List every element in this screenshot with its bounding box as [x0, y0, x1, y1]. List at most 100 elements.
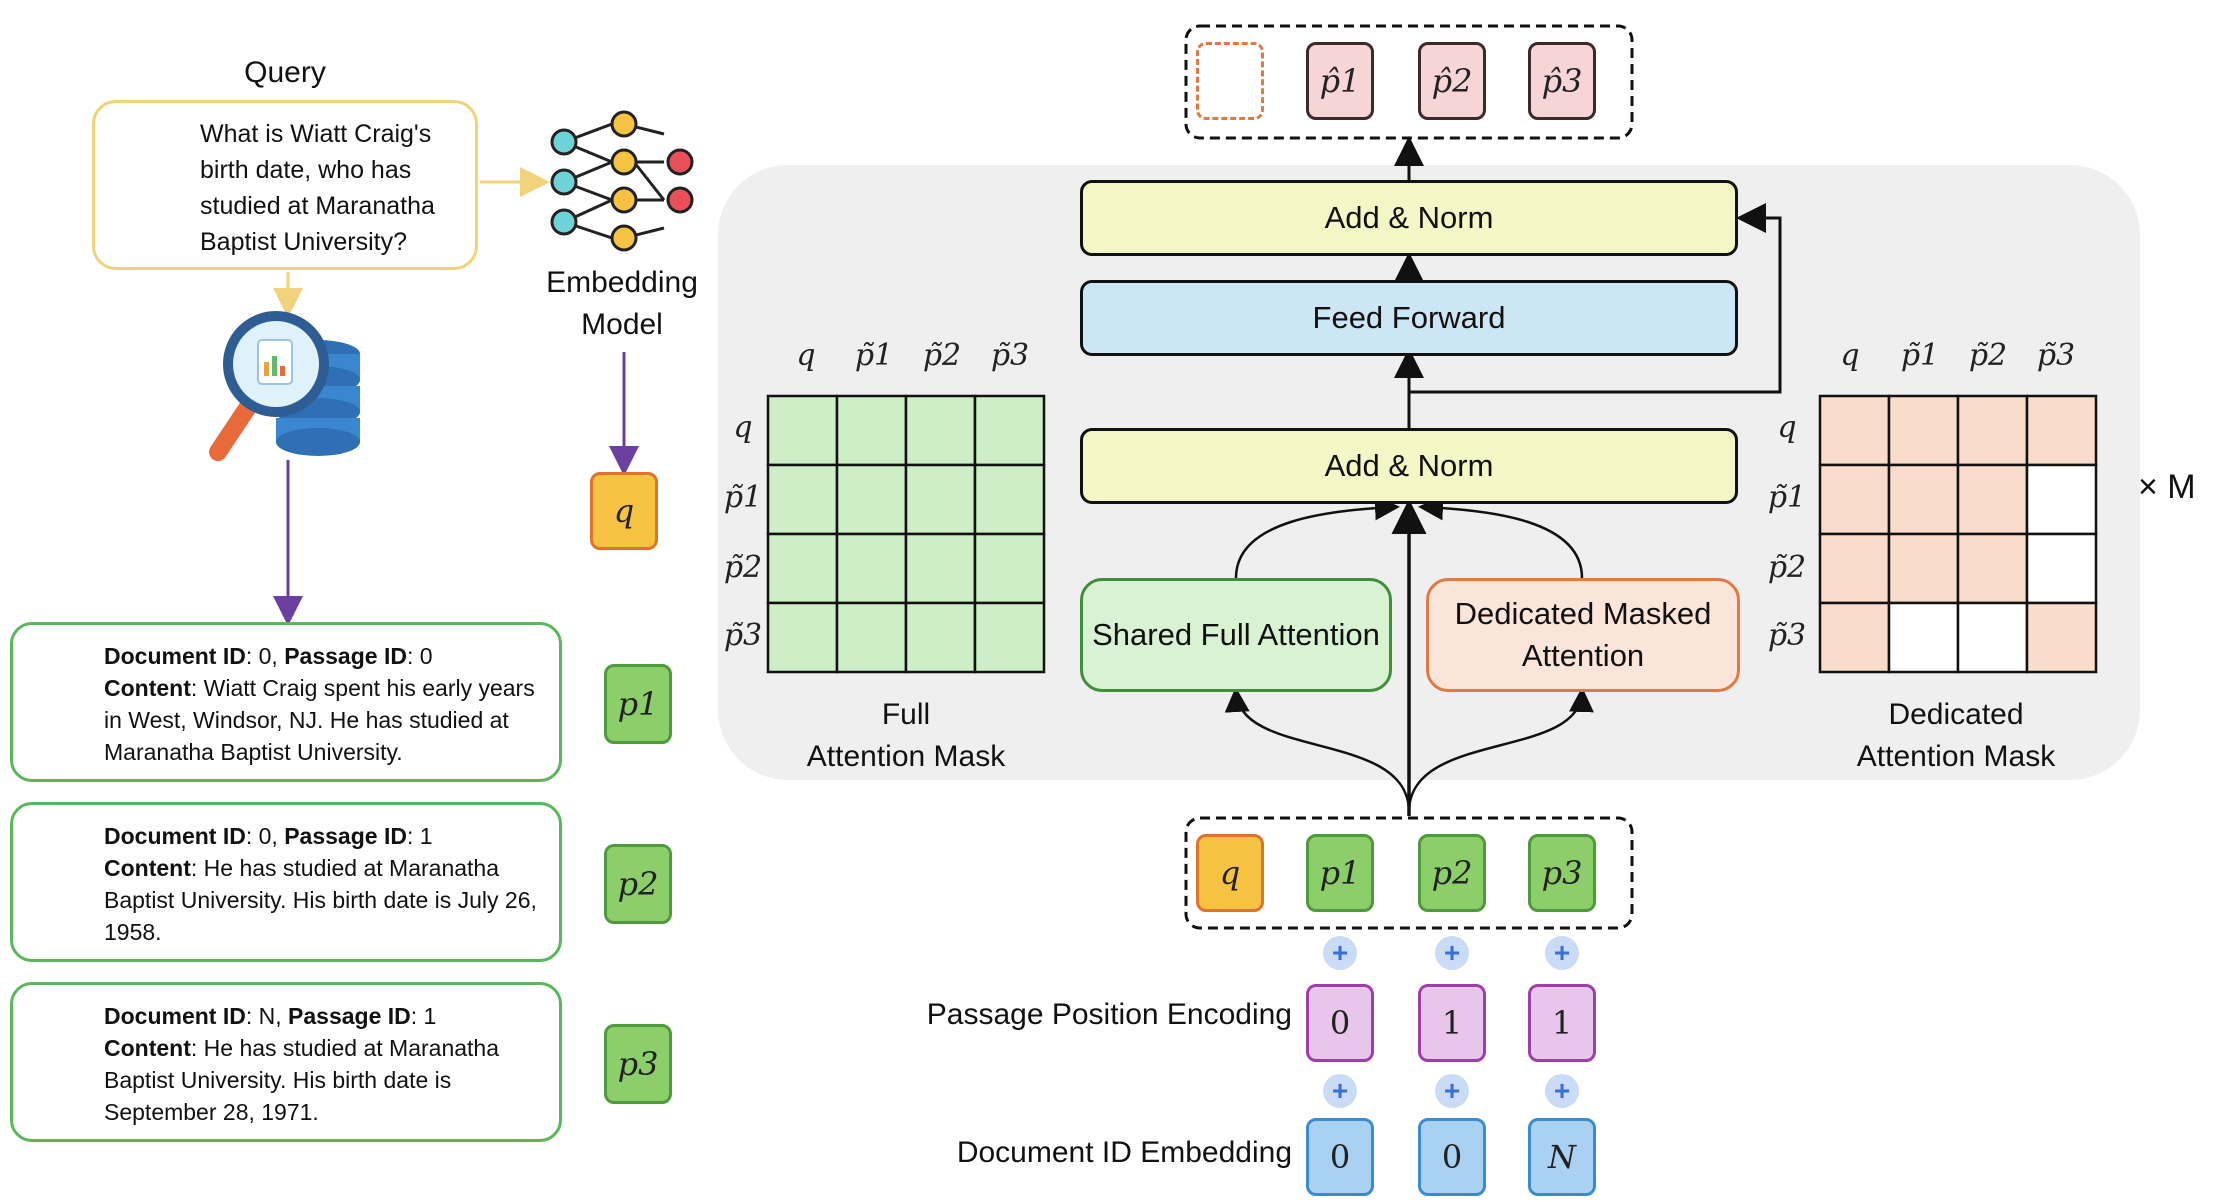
full-mask-cell	[973, 463, 1046, 536]
full-mask-col-label: p̃3	[990, 338, 1030, 373]
full-mask-cell	[973, 601, 1046, 674]
embedding-model-label-line1: Embedding	[546, 266, 698, 299]
database-search-icon	[209, 311, 360, 461]
dedicated-mask-label-line2: Attention Mask	[1856, 740, 2056, 773]
dedicated-attention-mask-grid	[1818, 394, 2098, 674]
full-attention-mask-grid	[766, 394, 1046, 674]
embedding-model-label-line2: Model	[581, 308, 663, 341]
dedicated-mask-cell	[1956, 532, 2029, 605]
plus-icon: +	[1323, 1074, 1357, 1108]
dedicated-mask-row-label: p̃1	[1767, 480, 1807, 515]
passage-id-value: : 1	[410, 1003, 437, 1029]
full-mask-col-label: p̃2	[922, 338, 962, 373]
document-card-text: Document ID: 0, Passage ID: 1 Content: H…	[104, 820, 554, 948]
doc-id-embedding-token: 0	[1418, 1118, 1486, 1196]
dedicated-mask-cell	[1818, 532, 1891, 605]
dedicated-mask-col-label: p̃1	[1900, 338, 1940, 373]
input-token-group	[1184, 816, 1634, 930]
dedicated-mask-row-label: p̃3	[1767, 618, 1807, 653]
full-mask-cell	[835, 394, 908, 467]
position-encoding-token: 1	[1528, 984, 1596, 1062]
embedding-model-label: Embedding Model	[532, 262, 712, 346]
dedicated-mask-cell	[2025, 532, 2098, 605]
repeat-count: × M	[2138, 468, 2196, 506]
full-mask-cell	[973, 532, 1046, 605]
document-card-text: Document ID: 0, Passage ID: 0 Content: W…	[104, 640, 554, 768]
plus-icon: +	[1545, 936, 1579, 970]
full-mask-row-label: q	[733, 410, 753, 445]
query-embedding-token: q	[590, 472, 658, 550]
document-id-embedding-label: Document ID Embedding	[956, 1136, 1292, 1169]
passage-id-label: Passage ID	[284, 643, 407, 669]
dedicated-mask-row-label: q	[1777, 410, 1797, 445]
shared-full-attention: Shared Full Attention	[1080, 578, 1392, 692]
document-card-text: Document ID: N, Passage ID: 1 Content: H…	[104, 1000, 554, 1128]
dedicated-mask-label-line1: Dedicated	[1888, 698, 2024, 731]
dedicated-mask-cell	[2025, 463, 2098, 536]
passage-id-label: Passage ID	[288, 1003, 411, 1029]
add-norm-bottom: Add & Norm	[1080, 428, 1738, 504]
dedicated-mask-cell	[1956, 601, 2029, 674]
doc-id-label: Document ID	[104, 1003, 246, 1029]
full-mask-cell	[904, 601, 977, 674]
dedicated-mask-cell	[2025, 394, 2098, 467]
full-mask-cell	[904, 394, 977, 467]
position-encoding-token: 1	[1418, 984, 1486, 1062]
full-mask-cell	[904, 532, 977, 605]
content-value: : Wiatt Craig spent his early years in W…	[104, 675, 535, 765]
dedicated-mask-col-label: p̃3	[2036, 338, 2076, 373]
input-token-p1: p1	[1306, 834, 1374, 912]
add-norm-top: Add & Norm	[1080, 180, 1738, 256]
output-placeholder-token	[1196, 42, 1264, 120]
dedicated-mask-cell	[1887, 532, 1960, 605]
full-mask-label-line1: Full	[881, 698, 931, 731]
dedicated-mask-cell	[1887, 463, 1960, 536]
full-mask-row-label: p̃2	[723, 550, 763, 585]
dedicated-mask-cell	[1956, 394, 2029, 467]
doc-id-value: : N,	[245, 1003, 289, 1029]
neural-network-icon	[550, 110, 694, 252]
full-mask-col-label: q	[796, 338, 816, 373]
output-token-p3: p̂3	[1528, 42, 1596, 120]
doc-id-value: : 0,	[245, 643, 285, 669]
query-box	[92, 100, 478, 270]
full-mask-cell	[973, 394, 1046, 467]
content-label: Content	[104, 1035, 191, 1061]
feed-forward: Feed Forward	[1080, 280, 1738, 356]
full-mask-cell	[766, 532, 839, 605]
doc-id-label: Document ID	[104, 643, 246, 669]
dedicated-mask-label: Dedicated Attention Mask	[1806, 694, 2106, 778]
plus-icon: +	[1323, 936, 1357, 970]
content-label: Content	[104, 675, 191, 701]
document-card	[10, 982, 562, 1142]
dedicated-mask-cell	[2025, 601, 2098, 674]
full-mask-row-label: p̃1	[723, 480, 763, 515]
document-card	[10, 802, 562, 962]
full-mask-label-line2: Attention Mask	[806, 740, 1006, 773]
query-text: What is Wiatt Craig's birth date, who ha…	[200, 120, 435, 256]
full-mask-cell	[766, 601, 839, 674]
full-mask-cell	[835, 532, 908, 605]
content-value: : He has studied at Maranatha Baptist Un…	[104, 1035, 500, 1125]
dedicated-mask-cell	[1887, 394, 1960, 467]
passage-id-value: : 0	[406, 643, 433, 669]
full-mask-label: Full Attention Mask	[756, 694, 1056, 778]
dedicated-mask-row-label: p̃2	[1767, 550, 1807, 585]
full-mask-cell	[904, 463, 977, 536]
full-mask-row-label: p̃3	[723, 618, 763, 653]
dedicated-mask-cell	[1818, 394, 1891, 467]
passage-token-p3: p3	[604, 1024, 672, 1104]
passage-token-p1: p1	[604, 664, 672, 744]
doc-id-value: : 0,	[245, 823, 285, 849]
dedicated-mask-cell	[1818, 601, 1891, 674]
dedicated-mask-cell	[1956, 463, 2029, 536]
doc-id-embedding-token: 0	[1306, 1118, 1374, 1196]
input-token-p2: p2	[1418, 834, 1486, 912]
passage-id-value: : 1	[406, 823, 433, 849]
passage-position-encoding-label: Passage Position Encoding	[926, 998, 1292, 1031]
doc-id-embedding-token: N	[1528, 1118, 1596, 1196]
full-mask-cell	[766, 394, 839, 467]
plus-icon: +	[1435, 1074, 1469, 1108]
dedicated-mask-col-label: p̃2	[1968, 338, 2008, 373]
